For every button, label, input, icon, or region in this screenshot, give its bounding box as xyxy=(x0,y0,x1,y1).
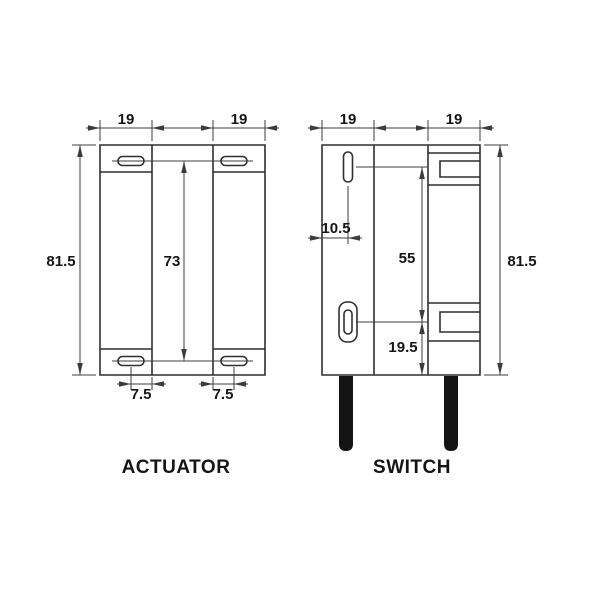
actuator-title: ACTUATOR xyxy=(122,457,231,478)
switch-extension-lines xyxy=(321,120,508,376)
actuator-dim-slot-offset-right: 7.5 xyxy=(213,386,234,403)
switch-dim-flange-left: 19 xyxy=(340,111,357,128)
switch-dim-overall-height: 81.5 xyxy=(507,253,536,270)
switch-body-outline xyxy=(321,144,481,376)
actuator-dim-overall-height: 81.5 xyxy=(46,253,75,270)
switch-title: SWITCH xyxy=(373,457,451,478)
actuator-dim-hole-spacing: 73 xyxy=(164,253,181,270)
dimension-labels: 19 19 81.5 73 7.5 7.5 19 19 10.5 55 19.5… xyxy=(46,111,536,478)
part-outlines xyxy=(99,144,481,376)
actuator-extension-lines xyxy=(72,120,266,390)
switch-cables xyxy=(339,376,458,451)
actuator-body-outline xyxy=(99,144,266,376)
switch-slot-bottom xyxy=(343,309,353,335)
switch-dim-hole-spacing: 55 xyxy=(399,250,416,267)
actuator-dim-slot-offset-left: 7.5 xyxy=(131,386,152,403)
switch-dimension-lines xyxy=(308,127,501,375)
switch-dim-hole-to-bottom: 19.5 xyxy=(388,339,417,356)
dimension-arrowheads xyxy=(77,125,503,387)
actuator-dim-flange-right: 19 xyxy=(231,111,248,128)
actuator-dim-flange-left: 19 xyxy=(118,111,135,128)
cable-right xyxy=(444,376,458,451)
actuator-dimension-lines xyxy=(79,127,279,385)
dimension-lines xyxy=(72,120,508,390)
cable-left xyxy=(339,376,353,451)
switch-dim-flange-right: 19 xyxy=(446,111,463,128)
switch-slot-bottom-counterbore xyxy=(338,301,358,343)
switch-slot-top xyxy=(342,151,354,183)
switch-dim-hole-offset: 10.5 xyxy=(321,220,350,237)
